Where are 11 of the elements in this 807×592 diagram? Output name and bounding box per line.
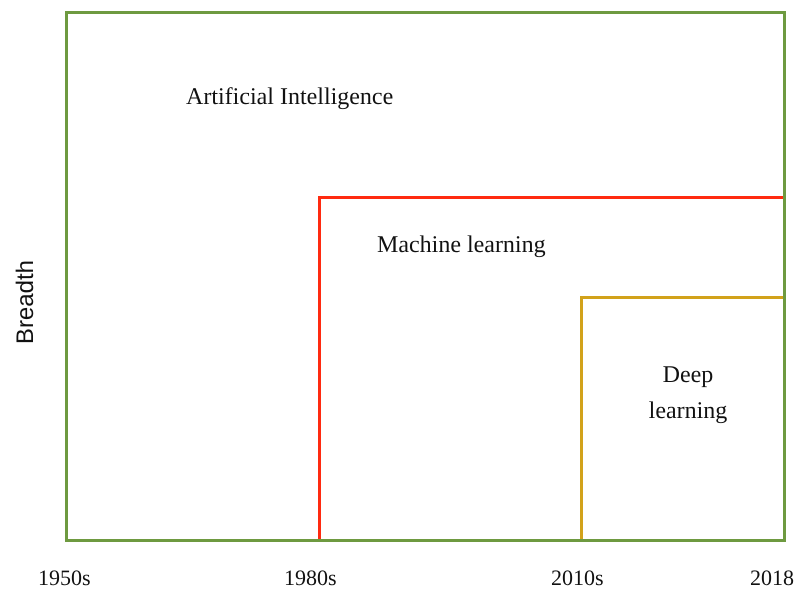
nested-area-box bbox=[318, 196, 783, 539]
area-title: Machine learning bbox=[377, 232, 546, 259]
axis-tick-label: 1980s bbox=[284, 565, 337, 591]
area-title: Artificial Intelligence bbox=[186, 84, 394, 111]
nested-area-box bbox=[580, 296, 783, 539]
area-title: Deep learning bbox=[648, 361, 728, 426]
axis-tick-label: 2018 bbox=[750, 565, 794, 591]
axis-title: Breadth bbox=[12, 260, 40, 344]
axis-tick-label: 1950s bbox=[38, 565, 91, 591]
nested-area-box bbox=[65, 11, 786, 542]
axis-tick-label: 2010s bbox=[551, 565, 604, 591]
